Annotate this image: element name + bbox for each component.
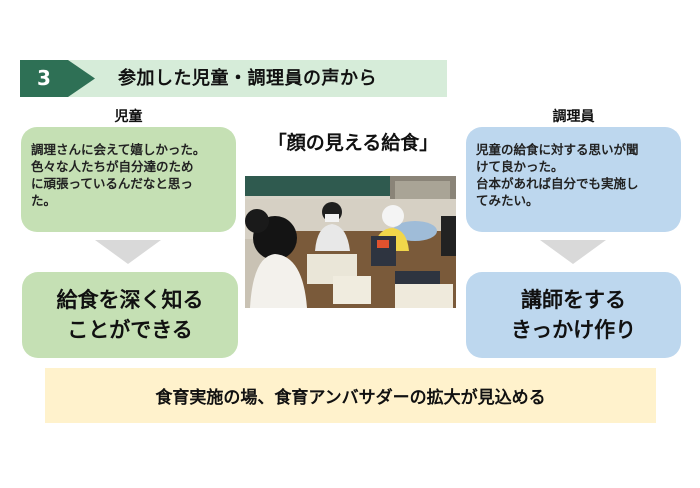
children-label: 児童: [114, 109, 143, 125]
photo-illustration: [245, 176, 456, 308]
comment-line: 調理さんに会えて嬉しかった。: [31, 142, 206, 157]
children-comment-box: 調理さんに会えて嬉しかった。 色々な人たちが自分達のため に頑張っているんだなと…: [21, 127, 236, 232]
cooks-label: 調理員: [552, 109, 595, 125]
down-arrow-icon: [540, 240, 606, 264]
result-line: ことができる: [67, 318, 193, 342]
classroom-photo: [245, 176, 456, 308]
conclusion-text: 食育実施の場、食育アンバサダーの拡大が見込める: [155, 388, 546, 408]
cooks-result-box: 講師をする きっかけ作り: [466, 272, 681, 358]
comment-line: てみたい。: [476, 193, 539, 208]
section-number: 3: [37, 66, 51, 90]
result-line: 講師をする: [520, 288, 626, 312]
section-title: 参加した児童・調理員の声から: [118, 68, 377, 89]
photo-title: 「顔の見える給食」: [267, 132, 439, 154]
comment-line: た。: [31, 193, 57, 208]
children-result-box: 給食を深く知る ことができる: [22, 272, 238, 358]
comment-line: 台本があれば自分でも実施し: [476, 176, 639, 191]
down-arrow-icon: [95, 240, 161, 264]
conclusion-banner: 食育実施の場、食育アンバサダーの拡大が見込める: [45, 368, 656, 423]
comment-line: に頑張っているんだなと思っ: [31, 176, 193, 191]
comment-line: けて良かった。: [476, 159, 564, 174]
result-line: きっかけ作り: [510, 318, 637, 342]
comment-line: 児童の給食に対する思いが聞: [476, 142, 639, 157]
cooks-comment-box: 児童の給食に対する思いが聞 けて良かった。 台本があれば自分でも実施し てみたい…: [466, 127, 681, 232]
result-line: 給食を深く知る: [56, 288, 204, 312]
comment-line: 色々な人たちが自分達のため: [31, 159, 194, 174]
